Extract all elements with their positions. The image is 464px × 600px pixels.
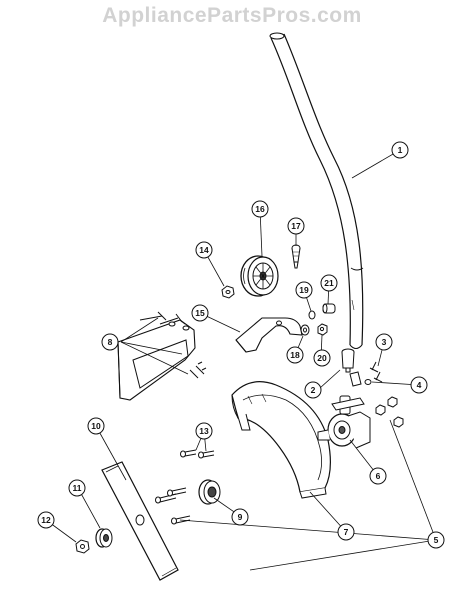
svg-text:16: 16 — [255, 204, 265, 214]
axle-bolt — [291, 244, 301, 269]
callout-2: 2 — [304, 381, 322, 399]
svg-text:12: 12 — [41, 515, 51, 525]
svg-text:6: 6 — [376, 471, 381, 481]
callout-4: 4 — [410, 376, 428, 394]
nut-4 — [364, 379, 372, 385]
nuts-5 — [375, 396, 404, 428]
callout-7: 7 — [337, 523, 355, 541]
svg-text:4: 4 — [417, 380, 422, 390]
svg-text:13: 13 — [199, 426, 209, 436]
edger-blade — [101, 461, 179, 581]
gearbox — [317, 395, 371, 449]
callout-19: 19 — [295, 281, 313, 299]
callout-16: 16 — [251, 200, 269, 218]
svg-text:8: 8 — [108, 337, 113, 347]
svg-text:19: 19 — [299, 285, 309, 295]
callout-21: 21 — [320, 274, 338, 292]
callout-14: 14 — [195, 241, 213, 259]
wheel-bracket — [235, 317, 303, 353]
callouts: 1 2 3 4 5 6 7 8 9 10 11 12 13 14 15 16 1… — [37, 141, 445, 549]
leader-lines — [45, 149, 437, 571]
blade-guard — [231, 381, 331, 499]
blade-nut — [75, 539, 90, 554]
svg-text:10: 10 — [91, 421, 101, 431]
shaft-tube — [269, 32, 364, 349]
callout-10: 10 — [87, 417, 105, 435]
callout-15: 15 — [191, 304, 209, 322]
washer-19 — [308, 310, 316, 320]
wheel — [240, 255, 279, 297]
bolts-13 — [180, 449, 215, 459]
screws-3 — [369, 361, 383, 383]
svg-text:18: 18 — [290, 350, 300, 360]
callout-1: 1 — [391, 141, 409, 159]
callout-3: 3 — [375, 333, 393, 351]
svg-text:9: 9 — [238, 512, 243, 522]
mounting-bracket — [117, 311, 207, 401]
nut-14 — [221, 285, 235, 299]
svg-text:21: 21 — [324, 278, 334, 288]
shaft-coupler — [341, 348, 362, 387]
blade-washer — [95, 528, 113, 548]
callout-20: 20 — [313, 349, 331, 367]
svg-text:7: 7 — [344, 527, 349, 537]
callout-17: 17 — [287, 217, 305, 235]
svg-text:17: 17 — [291, 221, 301, 231]
callout-18: 18 — [286, 346, 304, 364]
svg-text:3: 3 — [382, 337, 387, 347]
callout-8: 8 — [101, 333, 119, 351]
svg-text:20: 20 — [317, 353, 327, 363]
svg-text:1: 1 — [398, 145, 403, 155]
bushing-21 — [322, 303, 336, 314]
callout-13: 13 — [195, 422, 213, 440]
svg-text:14: 14 — [199, 245, 209, 255]
watermark-text: AppliancePartsPros.com — [102, 4, 362, 27]
callout-9: 9 — [231, 508, 249, 526]
callout-12: 12 — [37, 511, 55, 529]
svg-text:5: 5 — [434, 535, 439, 545]
svg-text:11: 11 — [73, 483, 82, 493]
svg-text:15: 15 — [195, 308, 205, 318]
callout-11: 11 — [68, 479, 86, 497]
bolts-5-left — [155, 487, 191, 525]
nut-20 — [317, 323, 328, 336]
bearing — [198, 479, 221, 505]
svg-text:2: 2 — [311, 385, 316, 395]
callout-5: 5 — [427, 531, 445, 549]
callout-6: 6 — [369, 467, 387, 485]
